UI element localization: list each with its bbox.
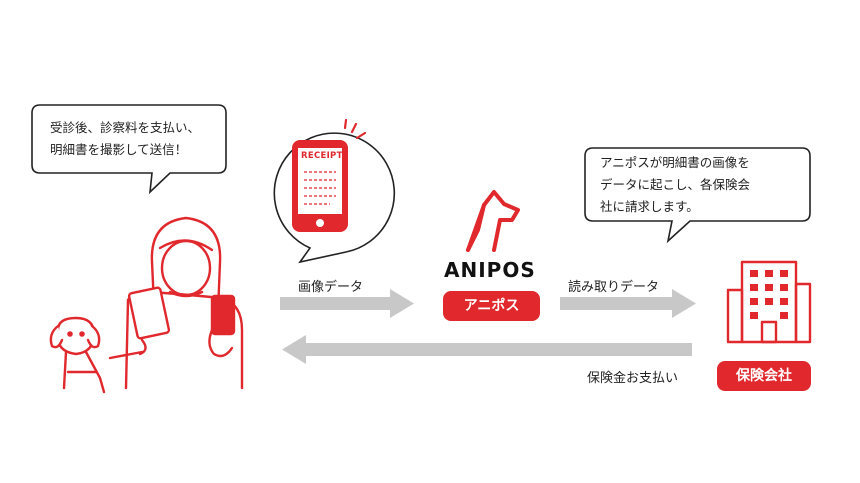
user-bubble-line1: 受診後、診察料を支払い、 [50, 120, 201, 135]
payment-label: 保険金お支払い [587, 371, 679, 386]
receipt-label: RECEIPT [301, 151, 343, 161]
anipos-bubble-text: アニポスが明細書の画像を データに起こし、各保険会 社に請求します。 [600, 152, 750, 218]
anipos-logo-text: ANIPOS [444, 258, 536, 282]
arrow-image-data [280, 289, 414, 318]
anipos-bubble-line2: データに起こし、各保険会 [600, 177, 751, 192]
arrow-read-data [560, 289, 696, 318]
dog-illustration [49, 316, 106, 394]
anipos-badge: アニポス [443, 291, 540, 321]
read-data-label: 読み取りデータ [568, 280, 660, 295]
arrow-payment [282, 335, 692, 364]
anipos-bubble-line3: 社に請求します。 [600, 199, 699, 214]
user-speech-bubble [31, 104, 227, 195]
anipos-bubble-line1: アニポスが明細書の画像を [600, 155, 750, 170]
user-bubble-line2: 明細書を撮影して送信！ [50, 142, 188, 157]
dog-logo-icon [466, 190, 520, 252]
phone-bubble [273, 118, 396, 264]
insurer-badge: 保険会社 [717, 361, 811, 391]
building-icon [726, 260, 812, 344]
user-bubble-text: 受診後、診察料を支払い、 明細書を撮影して送信！ [50, 117, 200, 161]
woman-with-phone-illustration [108, 216, 244, 390]
anipos-speech-bubble [584, 147, 811, 244]
image-data-label: 画像データ [298, 280, 364, 295]
